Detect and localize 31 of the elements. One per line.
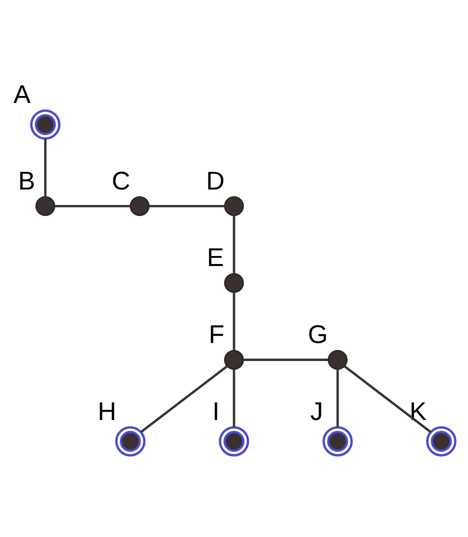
node-point	[224, 196, 244, 216]
node-point	[328, 349, 348, 370]
connector	[54, 204, 130, 207]
connector	[344, 365, 432, 432]
connector	[149, 204, 224, 207]
node-label: D	[206, 166, 225, 195]
node-label: H	[98, 397, 116, 426]
node-circle	[322, 426, 353, 456]
node-circle	[115, 426, 146, 456]
node-label: I	[212, 397, 220, 426]
node-label: C	[112, 166, 130, 195]
connector	[140, 365, 228, 432]
node-circle	[426, 426, 456, 456]
node-label: A	[13, 80, 31, 109]
node-label: E	[206, 244, 224, 272]
node-label: G	[308, 320, 328, 349]
connector	[336, 368, 339, 427]
connector	[232, 292, 236, 350]
node-label: J	[310, 397, 324, 426]
node-label: B	[18, 166, 36, 195]
node-point	[35, 196, 56, 216]
node-circle	[218, 426, 250, 456]
connector	[44, 138, 46, 196]
node-point	[224, 272, 244, 292]
connector	[232, 368, 236, 427]
connector	[244, 358, 328, 360]
node-circle	[30, 108, 60, 140]
node-point	[130, 196, 150, 216]
node-label: F	[208, 320, 224, 349]
node-point	[224, 349, 244, 370]
connector	[232, 215, 236, 273]
